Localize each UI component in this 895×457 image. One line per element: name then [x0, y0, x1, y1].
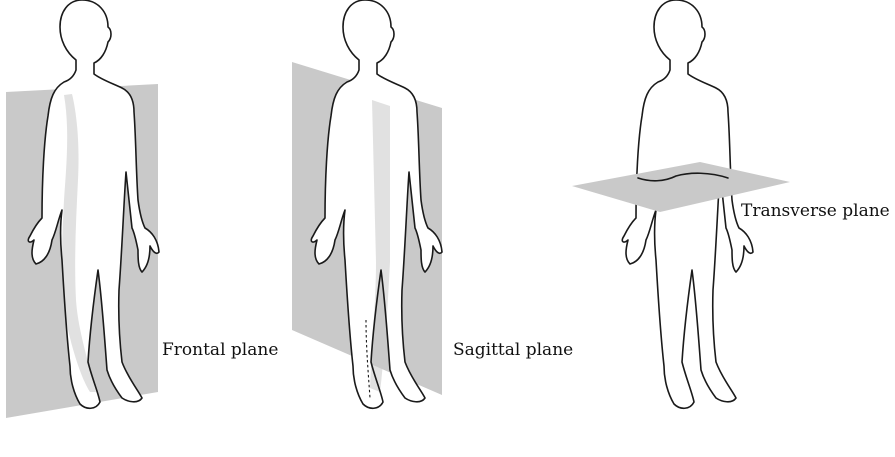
sagittal-plane-label: Sagittal plane — [453, 342, 573, 359]
sagittal-figure — [292, 0, 442, 408]
transverse-plane-label: Transverse plane — [741, 203, 890, 220]
frontal-plane-label: Frontal plane — [162, 342, 278, 359]
frontal-figure — [6, 0, 159, 418]
